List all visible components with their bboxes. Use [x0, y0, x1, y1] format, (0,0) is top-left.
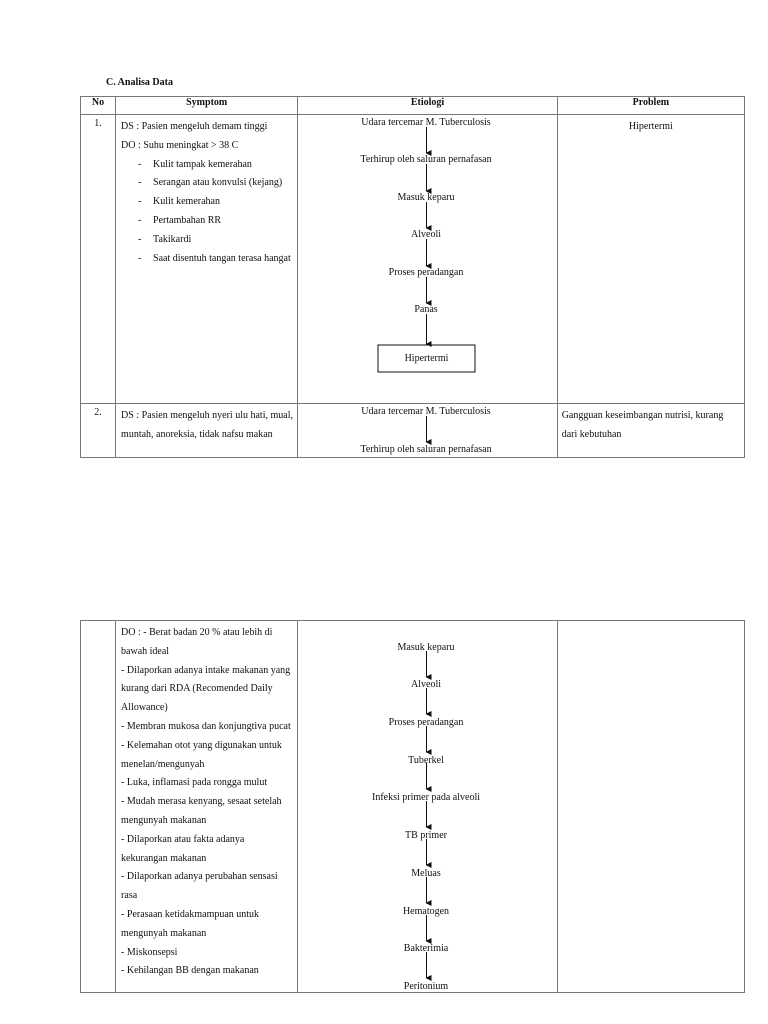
list-item: Takikardi	[121, 231, 293, 250]
table-row-2: 2. DS : Pasien mengeluh nyeri ulu hati, …	[79, 403, 746, 458]
flow-node: Peritonium	[404, 981, 449, 992]
list-item: Pertambahan RR	[121, 212, 293, 231]
header-no: No	[79, 96, 117, 115]
row2c-symptom-item: - Dilaporkan adanya intake makanan yang …	[121, 664, 291, 714]
row1-symptom-line: DO : Suhu meningkat > 38 C	[121, 139, 239, 151]
row2c-symptom-item: - Dilaporkan atau fakta adanya kekuranga…	[121, 833, 245, 864]
flow-node: Tuberkel	[408, 755, 444, 766]
row1-etiologi-flow: Udara tercemar M. Tuberculosis Terhirup …	[361, 117, 492, 373]
row2-no: 2.	[94, 407, 102, 418]
row2c-symptom-item: - Mudah merasa kenyang, sesaat setelah m…	[121, 796, 282, 826]
row2c-symptom-item: - Kehilangan BB dengan makanan	[121, 965, 259, 977]
row2c-no-cell	[79, 620, 117, 993]
flow-node: Udara tercemar M. Tuberculosis	[362, 117, 492, 128]
table-header-row: No Symptom Etiologi Problem	[79, 96, 746, 115]
row2-problem: Gangguan keseimbangan nutrisi, kurang da…	[561, 410, 724, 440]
flow-node: Panas	[415, 304, 438, 315]
flow-node: Alveoli	[411, 229, 441, 240]
row2-no-cell: 2.	[79, 403, 117, 458]
flow-node: Udara tercemar M. Tuberculosis	[362, 406, 492, 417]
row2-symptom: DS : Pasien mengeluh nyeri ulu hati, mua…	[121, 410, 293, 440]
flow-node: Proses peradangan	[389, 717, 464, 728]
table-row-2-continued: DO : - Berat badan 20 % atau lebih di ba…	[79, 620, 746, 993]
header-symptom: Symptom	[115, 96, 299, 115]
flow-box-label: Hipertermi	[405, 353, 449, 364]
flow-node: Masuk keparu	[398, 192, 455, 203]
table-row-1: 1. DS : Pasien mengeluh demam tinggi DO …	[79, 114, 746, 404]
row2-etiologi-cell: Udara tercemar M. Tuberculosis Terhirup …	[297, 403, 558, 458]
flow-node: Meluas	[412, 868, 442, 879]
row1-etiologi-cell: Udara tercemar M. Tuberculosis Terhirup …	[297, 114, 558, 404]
flow-node: Terhirup oleh saluran pernafasan	[361, 154, 492, 165]
list-item: Saat disentuh tangan terasa hangat	[121, 250, 293, 269]
row1-no-cell: 1.	[79, 114, 117, 404]
row1-no: 1.	[94, 118, 102, 129]
row2c-symptom-item: - Membran mukosa dan konjungtiva pucat	[121, 720, 291, 732]
row2c-symptom-cell: DO : - Berat badan 20 % atau lebih di ba…	[115, 620, 299, 993]
list-item: Kulit kemerahan	[121, 193, 293, 212]
hipertermi-box	[377, 344, 476, 373]
flow-node: Terhirup oleh saluran pernafasan	[361, 444, 492, 455]
section-title: C. Analisa Data	[106, 77, 173, 88]
row2-problem-cell: Gangguan keseimbangan nutrisi, kurang da…	[556, 403, 746, 458]
flow-node: TB primer	[405, 830, 448, 841]
row2c-problem-cell	[556, 620, 746, 993]
row1-symptom-cell: DS : Pasien mengeluh demam tinggi DO : S…	[115, 114, 299, 404]
row1-problem: Hipertermi	[628, 121, 673, 132]
row2-symptom-cell: DS : Pasien mengeluh nyeri ulu hati, mua…	[115, 403, 299, 458]
analysis-table-page-1: No Symptom Etiologi Problem 1. DS : Pasi…	[79, 96, 746, 458]
flow-node: Proses peradangan	[389, 267, 464, 278]
flow-node: Infeksi primer pada alveoli	[372, 792, 480, 803]
row1-symptom-list: Kulit tampak kemerahan Serangan atau kon…	[121, 156, 293, 269]
row2c-symptom-item: DO : - Berat badan 20 % atau lebih di ba…	[121, 627, 273, 657]
row2c-symptom-item: - Dilaporkan adanya perubahan sensasi ra…	[121, 871, 278, 902]
row2c-etiologi-flow: Masuk keparu Alveoli Proses peradangan T…	[372, 642, 480, 992]
header-etiologi: Etiologi	[297, 96, 558, 115]
row1-symptom-line: DS : Pasien mengeluh demam tinggi	[121, 121, 268, 132]
flow-node: Bakterimia	[404, 943, 449, 954]
row1-problem-cell: Hipertermi	[556, 114, 746, 404]
analysis-table-page-2: DO : - Berat badan 20 % atau lebih di ba…	[79, 620, 746, 993]
row2c-etiologi-cell: Masuk keparu Alveoli Proses peradangan T…	[297, 620, 558, 993]
row2c-symptom-item: - Miskonsepsi	[121, 946, 178, 958]
flow-node: Hematogen	[403, 906, 449, 917]
flow-node: Masuk keparu	[398, 642, 455, 653]
row2c-symptom-item: - Luka, inflamasi pada rongga mulut	[121, 777, 268, 789]
row2-etiologi-flow: Udara tercemar M. Tuberculosis Terhirup …	[361, 406, 492, 455]
row2c-symptom-item: - Kelemahan otot yang digunakan untuk me…	[121, 739, 282, 770]
list-item: Kulit tampak kemerahan	[121, 156, 293, 175]
row2c-symptom-item: - Perasaan ketidakmampuan untuk mengunya…	[121, 908, 260, 939]
header-problem: Problem	[556, 96, 746, 115]
list-item: Serangan atau konvulsi (kejang)	[121, 174, 293, 193]
flow-node: Alveoli	[411, 679, 441, 690]
